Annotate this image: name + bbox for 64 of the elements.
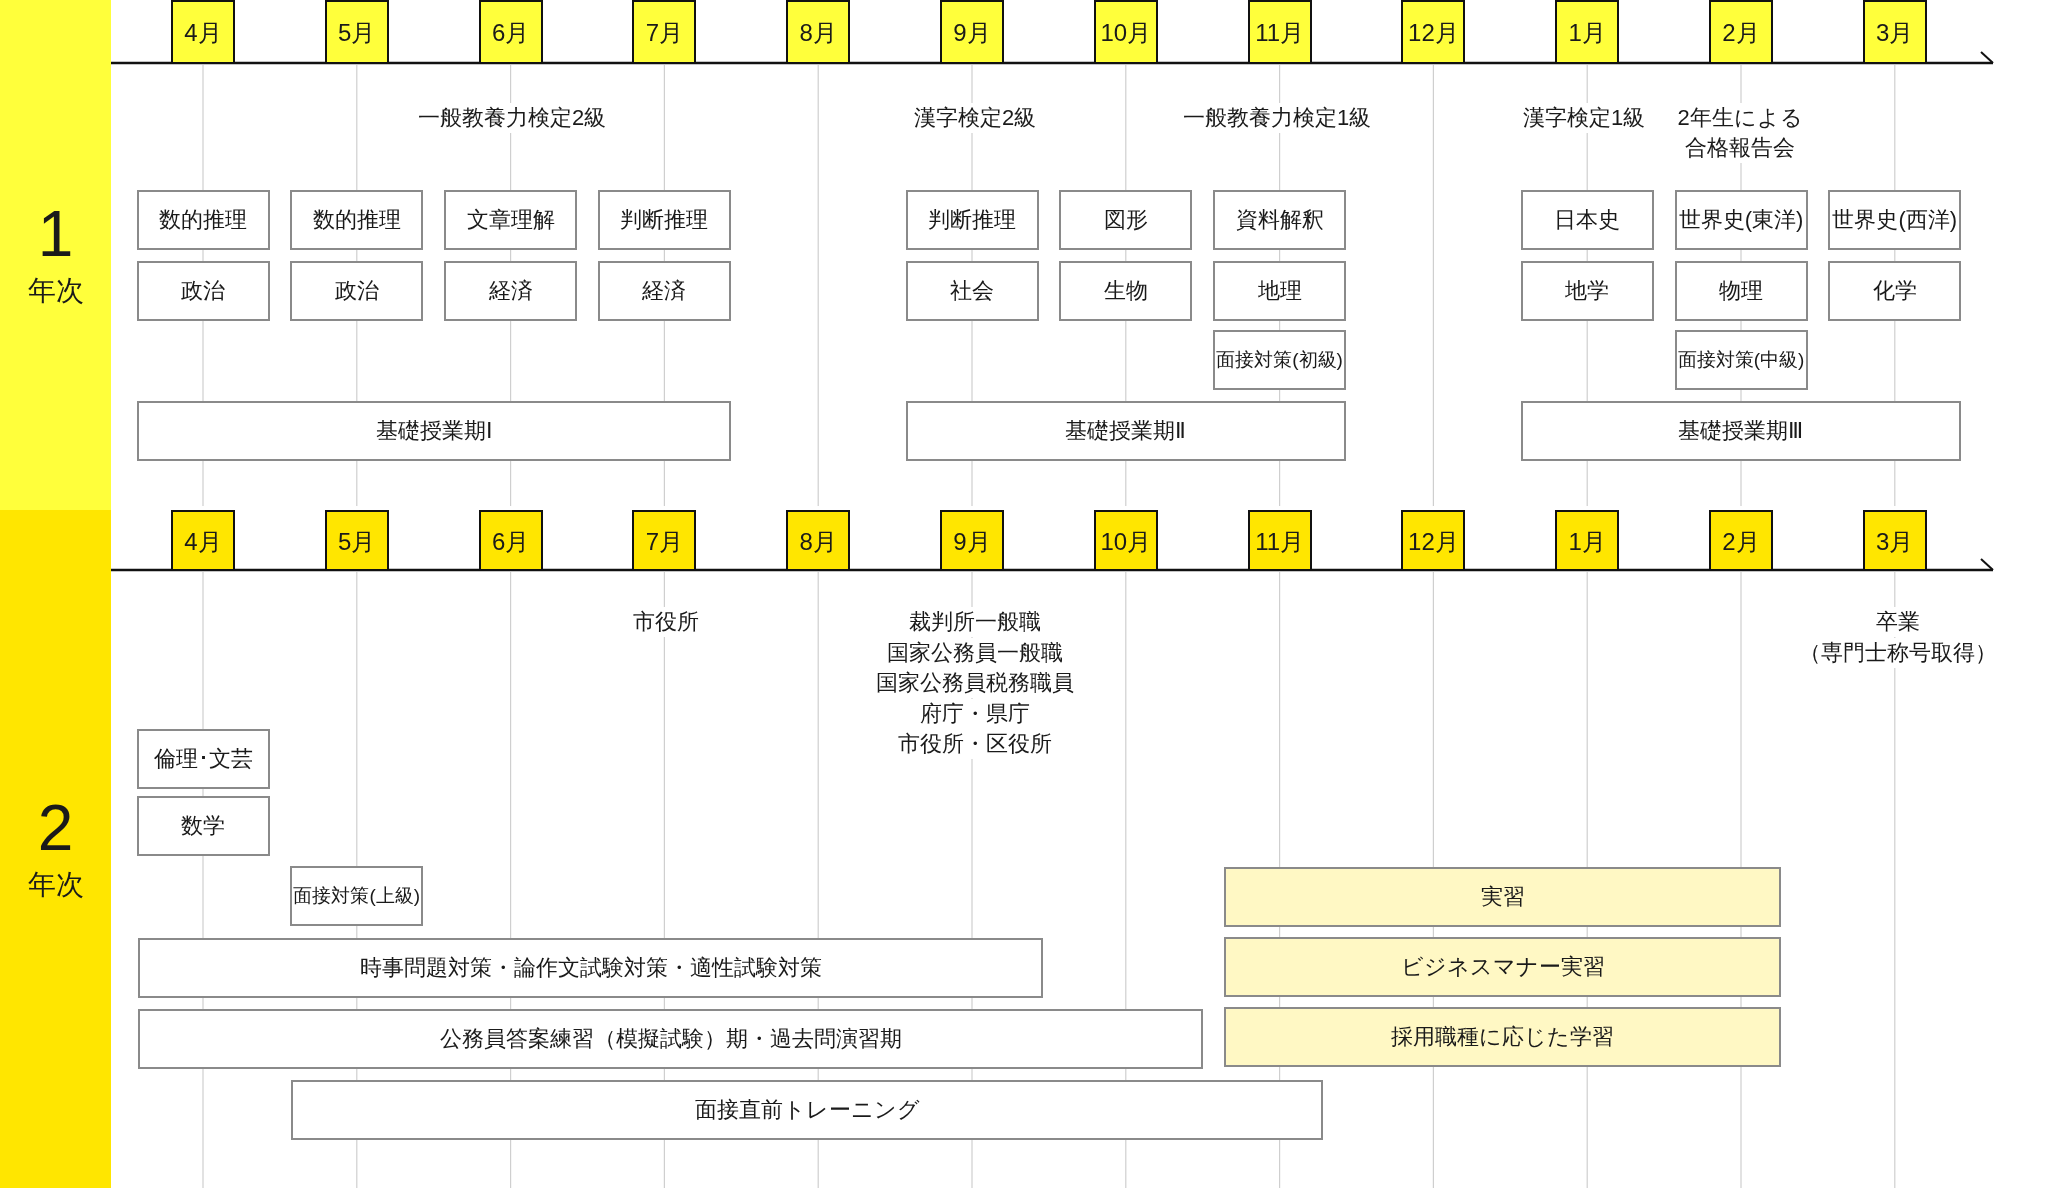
- month-tab: 7月: [632, 510, 697, 571]
- course-bar: 基礎授業期Ⅲ: [1520, 401, 1962, 461]
- course-box: 数的推理: [136, 190, 270, 250]
- month-tab: 12月: [1401, 510, 1466, 571]
- course-box: 政治: [290, 261, 424, 321]
- course-box: 経済: [597, 261, 731, 321]
- course-box: 面接対策(中級): [1674, 330, 1808, 390]
- month-tab: 12月: [1401, 0, 1466, 64]
- month-tab: 7月: [632, 0, 697, 64]
- year-label: 年次: [27, 868, 84, 902]
- course-box: 社会: [905, 261, 1039, 321]
- course-box: 数的推理: [290, 190, 424, 250]
- course-box: 地学: [1520, 261, 1654, 321]
- course-bar: 基礎授業期Ⅰ: [136, 401, 731, 461]
- year-band: [0, 510, 111, 1188]
- course-bar: 公務員答案練習（模擬試験）期・過去問演習期: [138, 1009, 1203, 1069]
- month-tab: 5月: [324, 510, 389, 571]
- month-tab: 11月: [1247, 510, 1312, 571]
- month-tab: 9月: [940, 0, 1004, 64]
- month-tab: 8月: [786, 510, 851, 571]
- course-box: 日本史: [1520, 190, 1654, 250]
- month-tab: 10月: [1093, 510, 1158, 571]
- course-bar: 実習: [1224, 867, 1781, 927]
- course-box: 倫理･文芸: [136, 729, 270, 789]
- year-label: 年次: [27, 274, 84, 308]
- course-box: 面接対策(初級): [1213, 330, 1347, 390]
- month-tab: 2月: [1709, 510, 1773, 571]
- month-tab: 8月: [786, 0, 851, 64]
- course-box: 数学: [136, 796, 270, 856]
- course-box: 生物: [1059, 261, 1193, 321]
- year-band: [0, 0, 111, 510]
- month-tab: 1月: [1555, 0, 1620, 64]
- course-bar: ビジネスマナー実習: [1224, 937, 1781, 997]
- month-tab: 4月: [171, 0, 235, 64]
- course-box: 資料解釈: [1213, 190, 1347, 250]
- course-bar: 面接直前トレーニング: [291, 1080, 1323, 1140]
- year-number: 1: [37, 202, 74, 266]
- month-tab: 6月: [478, 0, 543, 64]
- course-box: 政治: [136, 261, 270, 321]
- month-tab: 3月: [1862, 0, 1927, 64]
- month-tab: 10月: [1093, 0, 1158, 64]
- course-box: 判断推理: [905, 190, 1039, 250]
- year-number: 2: [37, 796, 74, 860]
- course-box: 化学: [1828, 261, 1962, 321]
- course-box: 経済: [444, 261, 578, 321]
- month-tab: 4月: [171, 510, 235, 571]
- course-box: 面接対策(上級): [290, 866, 424, 926]
- course-box: 図形: [1059, 190, 1193, 250]
- course-box: 世界史(東洋): [1674, 190, 1808, 250]
- course-box: 判断推理: [597, 190, 731, 250]
- course-bar: 時事問題対策・論作文試験対策・適性試験対策: [138, 938, 1043, 998]
- course-bar: 基礎授業期Ⅱ: [905, 401, 1347, 461]
- course-box: 文章理解: [444, 190, 578, 250]
- course-box: 地理: [1213, 261, 1347, 321]
- month-tab: 6月: [478, 510, 543, 571]
- month-tab: 5月: [324, 0, 389, 64]
- month-tab: 1月: [1555, 510, 1620, 571]
- course-box: 世界史(西洋): [1828, 190, 1962, 250]
- month-tab: 2月: [1709, 0, 1773, 64]
- month-tab: 9月: [940, 510, 1004, 571]
- month-tab: 3月: [1862, 510, 1927, 571]
- course-bar: 採用職種に応じた学習: [1224, 1007, 1781, 1067]
- month-tab: 11月: [1247, 0, 1312, 64]
- course-box: 物理: [1674, 261, 1808, 321]
